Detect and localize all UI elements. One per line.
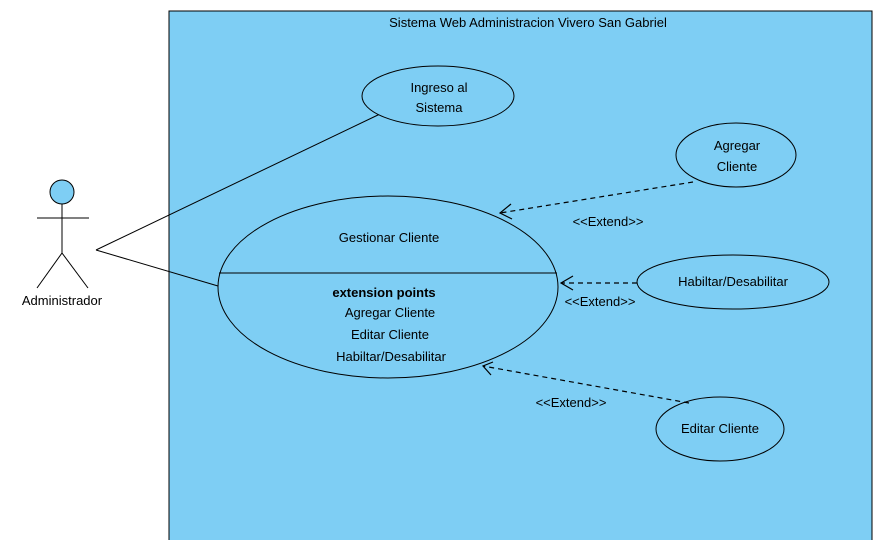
usecase-ingreso-ellipse xyxy=(361,65,515,127)
extend-agregar-relation: <<Extend>> xyxy=(498,181,694,229)
extend-editar-relation: <<Extend>> xyxy=(481,361,690,410)
actor-right-leg xyxy=(61,252,89,289)
extension-point-editar: Editar Cliente xyxy=(351,327,429,342)
extend-agregar-label: <<Extend>> xyxy=(573,214,644,229)
usecase-agregar-line1: Agregar xyxy=(714,138,761,153)
association-actor-manage xyxy=(95,249,219,287)
extend-editar-line xyxy=(482,365,690,404)
extend-editar-label: <<Extend>> xyxy=(536,395,607,410)
actor-head xyxy=(49,179,75,205)
usecase-gestionar-cliente[interactable]: Gestionar Cliente extension points Agreg… xyxy=(217,195,559,379)
usecase-ingreso-line2: Sistema xyxy=(416,100,464,115)
extend-habilitar-arrowhead xyxy=(559,275,574,291)
usecase-gestionar-title: Gestionar Cliente xyxy=(339,230,439,245)
extension-point-habilitar: Habiltar/Desabilitar xyxy=(336,349,446,364)
usecase-agregar-line2: Cliente xyxy=(717,159,757,174)
usecase-editar-cliente[interactable]: Editar Cliente xyxy=(655,396,785,462)
usecase-habilitar-label: Habiltar/Desabilitar xyxy=(678,274,788,289)
usecase-gestionar-ellipse xyxy=(217,195,559,379)
usecase-agregar-cliente[interactable]: Agregar Cliente xyxy=(675,122,797,188)
usecase-ingreso-sistema[interactable]: Ingreso al Sistema xyxy=(361,65,515,127)
extend-habilitar-relation: <<Extend>> xyxy=(559,275,637,309)
extend-agregar-line xyxy=(499,181,694,214)
actor-administrador[interactable]: Administrador xyxy=(22,179,103,308)
extension-point-agregar: Agregar Cliente xyxy=(345,305,435,320)
association-actor-login xyxy=(95,113,381,251)
extend-editar-arrowhead xyxy=(481,361,494,376)
system-title: Sistema Web Administracion Vivero San Ga… xyxy=(389,15,667,30)
usecase-habilitar-ellipse xyxy=(636,254,830,310)
extend-habilitar-label: <<Extend>> xyxy=(565,294,636,309)
usecase-editar-ellipse xyxy=(655,396,785,462)
extend-agregar-arrowhead xyxy=(498,203,513,220)
actor-left-leg xyxy=(36,252,63,289)
usecase-ingreso-line1: Ingreso al xyxy=(410,80,467,95)
usecase-agregar-ellipse xyxy=(675,122,797,188)
usecase-editar-label: Editar Cliente xyxy=(681,421,759,436)
usecase-habilitar-desabilitar[interactable]: Habiltar/Desabilitar xyxy=(636,254,830,310)
actor-label: Administrador xyxy=(22,293,103,308)
extension-points-label: extension points xyxy=(332,285,435,300)
